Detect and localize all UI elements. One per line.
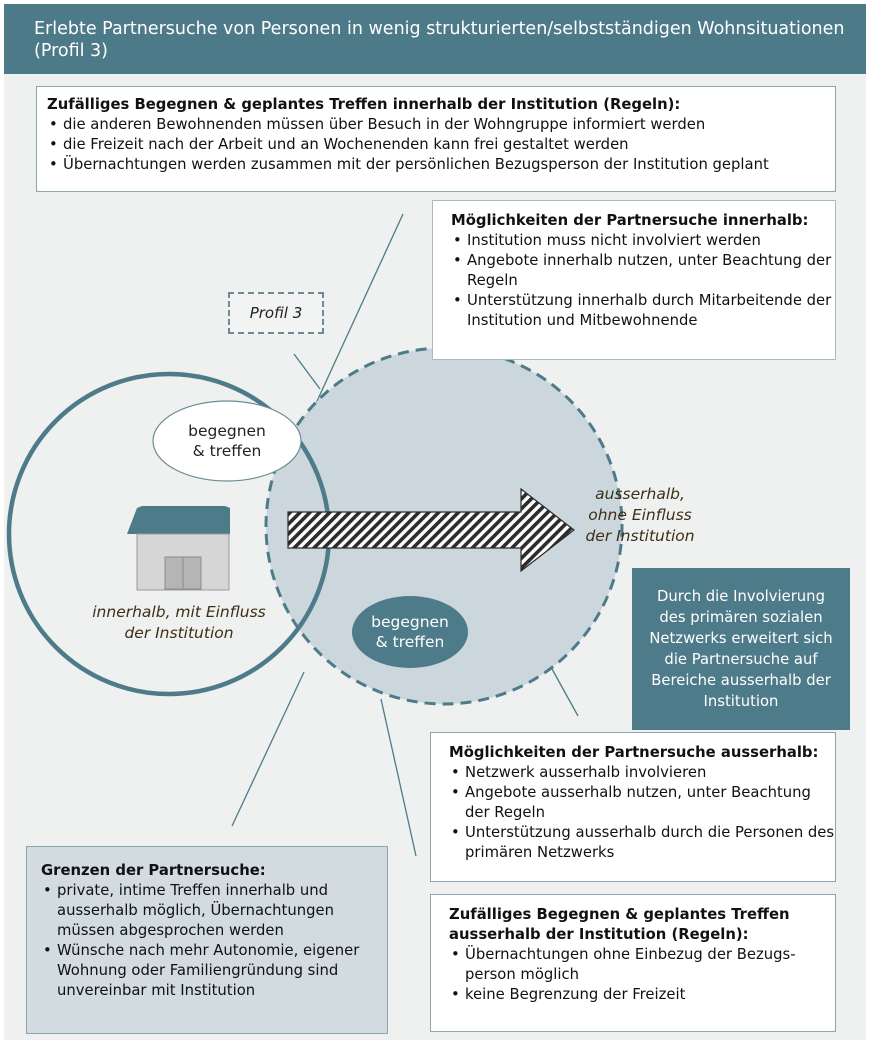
limits-box: Grenzen der Partnersuche: private, intim… xyxy=(26,846,388,1034)
network-note: Durch die Involvierung des primären sozi… xyxy=(632,568,850,730)
list-item: keine Begrenzung der Freizeit xyxy=(449,985,827,1005)
list-item: Übernachtungen werden zusammen mit der p… xyxy=(47,155,835,175)
meet-outside-line2: & treffen xyxy=(375,633,445,651)
inside-region-label: innerhalb, mit Einfluss der Institution xyxy=(84,602,274,644)
inside-region-line2: der Institution xyxy=(124,624,234,642)
network-note-text: Durch die Involvierung des primären sozi… xyxy=(649,588,833,710)
outside-rules-box: Zufälliges Begegnen & geplantes Treffen … xyxy=(430,894,836,1032)
outside-possibilities-title: Möglichkeiten der Partnersuche ausserhal… xyxy=(449,744,819,761)
list-item: private, intime Treffen innerhalb und au… xyxy=(41,881,377,941)
inside-region-line1: innerhalb, mit Einfluss xyxy=(92,603,266,621)
meet-outside-label: begegnen & treffen xyxy=(350,612,470,652)
outside-rules-title: Zufälliges Begegnen & geplantes Treffen … xyxy=(449,906,790,943)
diagram-svg xyxy=(6,213,624,857)
list-item: Unterstützung innerhalb durch Mitarbeite… xyxy=(451,291,835,331)
outside-possibilities-box: Möglichkeiten der Partnersuche ausserhal… xyxy=(430,732,836,882)
list-item: Angebote ausserhalb nutzen, unter Beacht… xyxy=(449,783,835,823)
meet-inside-line1: begegnen xyxy=(188,422,266,440)
list-item: Übernachtungen ohne Einbezug der Bezugs-… xyxy=(449,945,827,985)
house-icon xyxy=(127,506,230,591)
list-item: Angebote innerhalb nutzen, unter Beachtu… xyxy=(451,251,835,291)
list-item: die anderen Bewohnenden müssen über Besu… xyxy=(47,115,835,135)
diagram-canvas: Erlebte Partnersuche von Personen in wen… xyxy=(4,4,866,1040)
meet-inside-ellipse xyxy=(152,400,302,482)
profile-tag: Profil 3 xyxy=(228,292,324,334)
meet-outside-ellipse xyxy=(352,596,468,668)
list-item: Institution muss nicht involviert werden xyxy=(451,231,835,251)
outside-region-line3: der Institution xyxy=(585,527,695,545)
limits-title: Grenzen der Partnersuche: xyxy=(41,862,266,879)
outside-region-line2: ohne Einfluss xyxy=(588,506,692,524)
header-title: Erlebte Partnersuche von Personen in wen… xyxy=(34,19,845,39)
limits-list: private, intime Treffen innerhalb und au… xyxy=(41,881,377,1001)
inside-possibilities-title: Möglichkeiten der Partnersuche innerhalb… xyxy=(451,212,809,229)
outside-rules-list: Übernachtungen ohne Einbezug der Bezugs-… xyxy=(449,945,827,1005)
meet-inside-line2: & treffen xyxy=(192,442,262,460)
list-item: Wünsche nach mehr Autonomie, eigener Woh… xyxy=(41,941,377,1001)
outside-possibilities-list: Netzwerk ausserhalb involvieren Angebote… xyxy=(449,763,835,863)
header-subtitle: (Profil 3) xyxy=(34,41,108,61)
meet-outside-line1: begegnen xyxy=(371,613,449,631)
inside-possibilities-list: Institution muss nicht involviert werden… xyxy=(451,231,835,331)
outside-region-line1: ausserhalb, xyxy=(595,485,685,503)
outside-region-label: ausserhalb, ohne Einfluss der Institutio… xyxy=(576,484,704,547)
hatched-arrow-icon xyxy=(287,487,575,573)
inside-rules-box: Zufälliges Begegnen & geplantes Treffen … xyxy=(36,86,836,192)
header: Erlebte Partnersuche von Personen in wen… xyxy=(4,4,866,74)
list-item: die Freizeit nach der Arbeit und an Woch… xyxy=(47,135,835,155)
inside-possibilities-box: Möglichkeiten der Partnersuche innerhalb… xyxy=(432,200,836,360)
list-item: Unterstützung ausserhalb durch die Perso… xyxy=(449,823,835,863)
inside-rules-title: Zufälliges Begegnen & geplantes Treffen … xyxy=(47,96,681,113)
meet-inside-label: begegnen & treffen xyxy=(167,421,287,461)
list-item: Netzwerk ausserhalb involvieren xyxy=(449,763,835,783)
inside-rules-list: die anderen Bewohnenden müssen über Besu… xyxy=(47,115,835,175)
